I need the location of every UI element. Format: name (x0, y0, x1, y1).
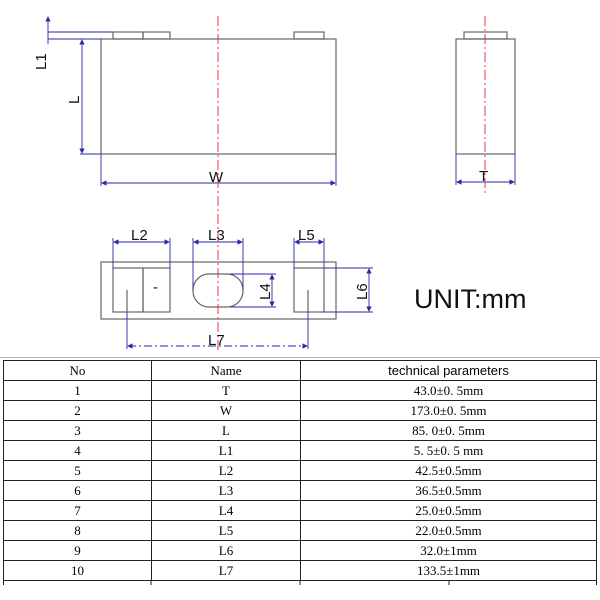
label-L: L (66, 96, 83, 104)
table-tail-lines (3, 580, 597, 585)
header-parameters: technical parameters (300, 360, 597, 381)
table-header: No Name technical parameters (3, 360, 597, 381)
cell-param: 5. 5±0. 5 mm (300, 440, 597, 461)
cell-no: 6 (3, 480, 152, 501)
positive-terminal-box (293, 267, 325, 313)
cell-name: L7 (151, 560, 301, 581)
header-name: Name (151, 360, 301, 381)
label-L2: L2 (131, 227, 148, 244)
cell-name: L4 (151, 500, 301, 521)
cell-param: 32.0±1mm (300, 540, 597, 561)
label-L7: L7 (208, 332, 225, 349)
cell-name: L6 (151, 540, 301, 561)
cell-name: W (151, 400, 301, 421)
cell-name: L2 (151, 460, 301, 481)
cell-no: 5 (3, 460, 152, 481)
negative-terminal-box (112, 267, 144, 313)
cell-name: L (151, 420, 301, 441)
cell-no: 4 (3, 440, 152, 461)
cell-param: 42.5±0.5mm (300, 460, 597, 481)
cell-name: L5 (151, 520, 301, 541)
cell-param: 22.0±0.5mm (300, 520, 597, 541)
unit-label: UNIT:mm (414, 284, 527, 314)
cell-name: L3 (151, 480, 301, 501)
label-T: T (479, 168, 488, 185)
cell-name: T (151, 380, 301, 401)
header-no: No (3, 360, 152, 381)
label-L5: L5 (298, 227, 315, 244)
cell-param: 43.0±0. 5mm (300, 380, 597, 401)
cell-param: 85. 0±0. 5mm (300, 420, 597, 441)
label-W: W (209, 169, 224, 186)
terminal-left (112, 31, 144, 40)
cell-param: 36.5±0.5mm (300, 480, 597, 501)
cell-no: 7 (3, 500, 152, 521)
label-L6: L6 (354, 283, 371, 300)
cell-no: 10 (3, 560, 152, 581)
cell-no: 8 (3, 520, 152, 541)
cell-param: 133.5±1mm (300, 560, 597, 581)
cell-no: 9 (3, 540, 152, 561)
label-L1: L1 (33, 53, 50, 70)
label-L3: L3 (208, 227, 225, 244)
cell-no: 1 (3, 380, 152, 401)
cell-param: 173.0±0. 5mm (300, 400, 597, 421)
cell-name: L1 (151, 440, 301, 461)
label-L4: L4 (257, 283, 274, 300)
terminal-left-2 (142, 31, 171, 40)
terminal-right (293, 31, 325, 40)
battery-dimension-drawing: - L1 L W T L2 L3 L5 L4 L6 L7 (0, 16, 600, 358)
cell-no: 3 (3, 420, 152, 441)
cell-param: 25.0±0.5mm (300, 500, 597, 521)
negative-terminal-box-2 (142, 267, 171, 313)
cell-no: 2 (3, 400, 152, 421)
minus-symbol: - (153, 279, 158, 296)
